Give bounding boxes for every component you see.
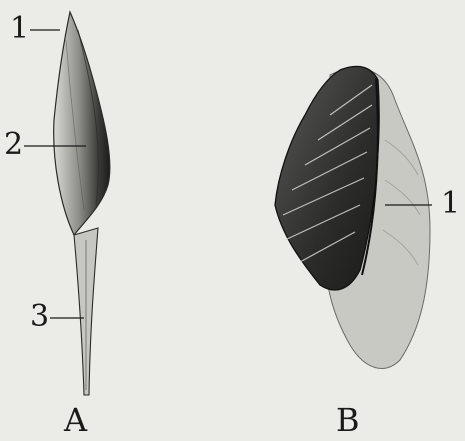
callout-a-1: 1 (10, 14, 29, 44)
panel-caption-a: A (64, 404, 87, 436)
specimen-a (54, 12, 110, 395)
callout-a-3: 3 (30, 302, 49, 332)
specimen-b (275, 66, 430, 368)
callout-a-2: 2 (4, 130, 23, 160)
panel-caption-b: B (336, 404, 360, 436)
callout-b-1: 1 (441, 189, 460, 219)
